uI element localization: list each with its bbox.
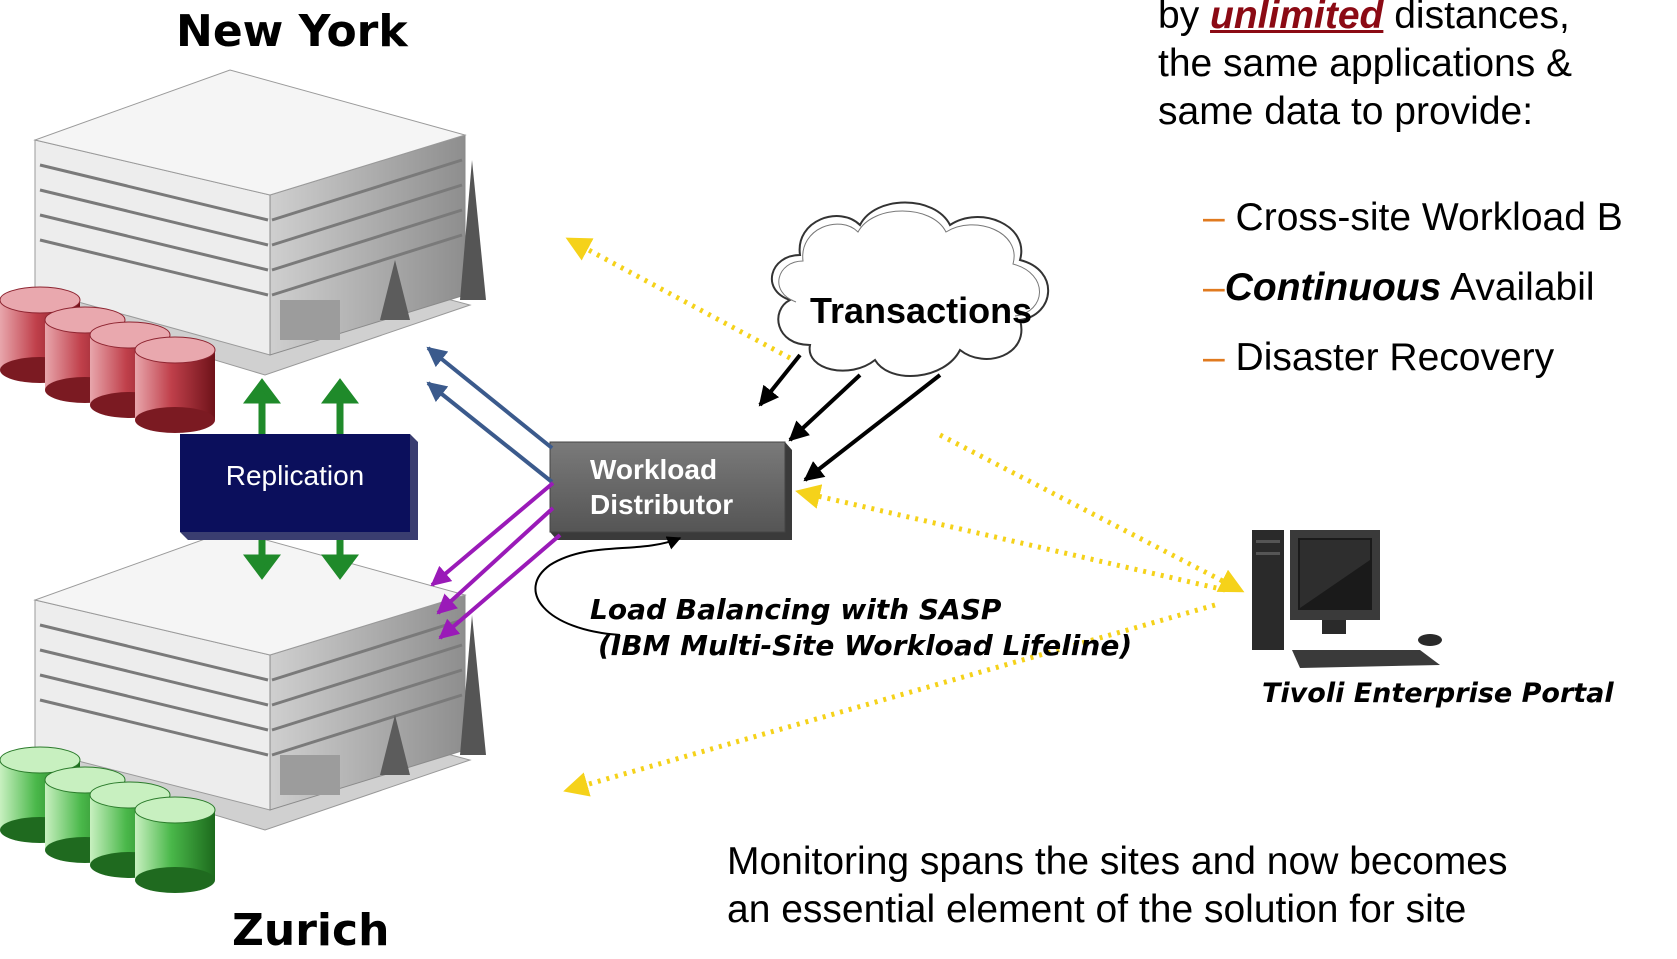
workload-distributor-label: Workload Distributor [590,452,733,522]
workload-label-line1: Workload [590,454,718,485]
workstation-icon [1252,530,1442,668]
transaction-arrows [758,353,942,482]
intro-line1: by unlimited distances, [1158,0,1572,40]
monitoring-line2: an essential element of the solution for… [727,888,1467,931]
replication-box [180,434,418,540]
new-york-building [13,69,486,376]
new-york-arrows [426,346,554,484]
load-balancing-line2: (IBM Multi-Site Workload Lifeline) [598,629,1133,662]
intro-line2: the same applications & [1158,42,1573,85]
tivoli-portal-label: Tivoli Enterprise Portal [1262,678,1614,709]
bullet-list: – Cross-site Workload B –Continuous Avai… [1203,183,1623,393]
zurich-building [13,529,486,831]
replication-label: Replication [225,460,365,491]
monitoring-text: Monitoring spans the sites and now becom… [727,838,1507,934]
intro-text: by unlimited distances, the same applica… [1158,0,1572,136]
bullet-item: –Continuous Availabil [1203,266,1595,309]
load-balancing-curve [534,536,682,636]
bullet-item: – Disaster Recovery [1203,336,1555,379]
monitoring-links [563,237,1245,797]
transactions-label: Transactions [810,290,1033,331]
zurich-arrows [430,481,562,640]
new-york-label: New York [176,6,408,57]
zurich-label: Zurich [232,905,390,956]
new-york-databases [0,286,216,433]
workload-label-line2: Distributor [590,489,734,520]
transactions-cloud [770,201,1050,377]
replication-arrows [243,378,359,580]
monitoring-line1: Monitoring spans the sites and now becom… [727,840,1508,883]
workload-distributor-box [549,441,792,540]
intro-line3: same data to provide: [1158,90,1534,133]
intro-emphasis: unlimited [1210,0,1384,37]
zurich-databases [0,746,216,893]
bullet-item: – Cross-site Workload B [1203,196,1623,239]
load-balancing-line1: Load Balancing with SASP [590,593,1002,626]
load-balancing-caption: Load Balancing with SASP (IBM Multi-Site… [590,592,1132,664]
